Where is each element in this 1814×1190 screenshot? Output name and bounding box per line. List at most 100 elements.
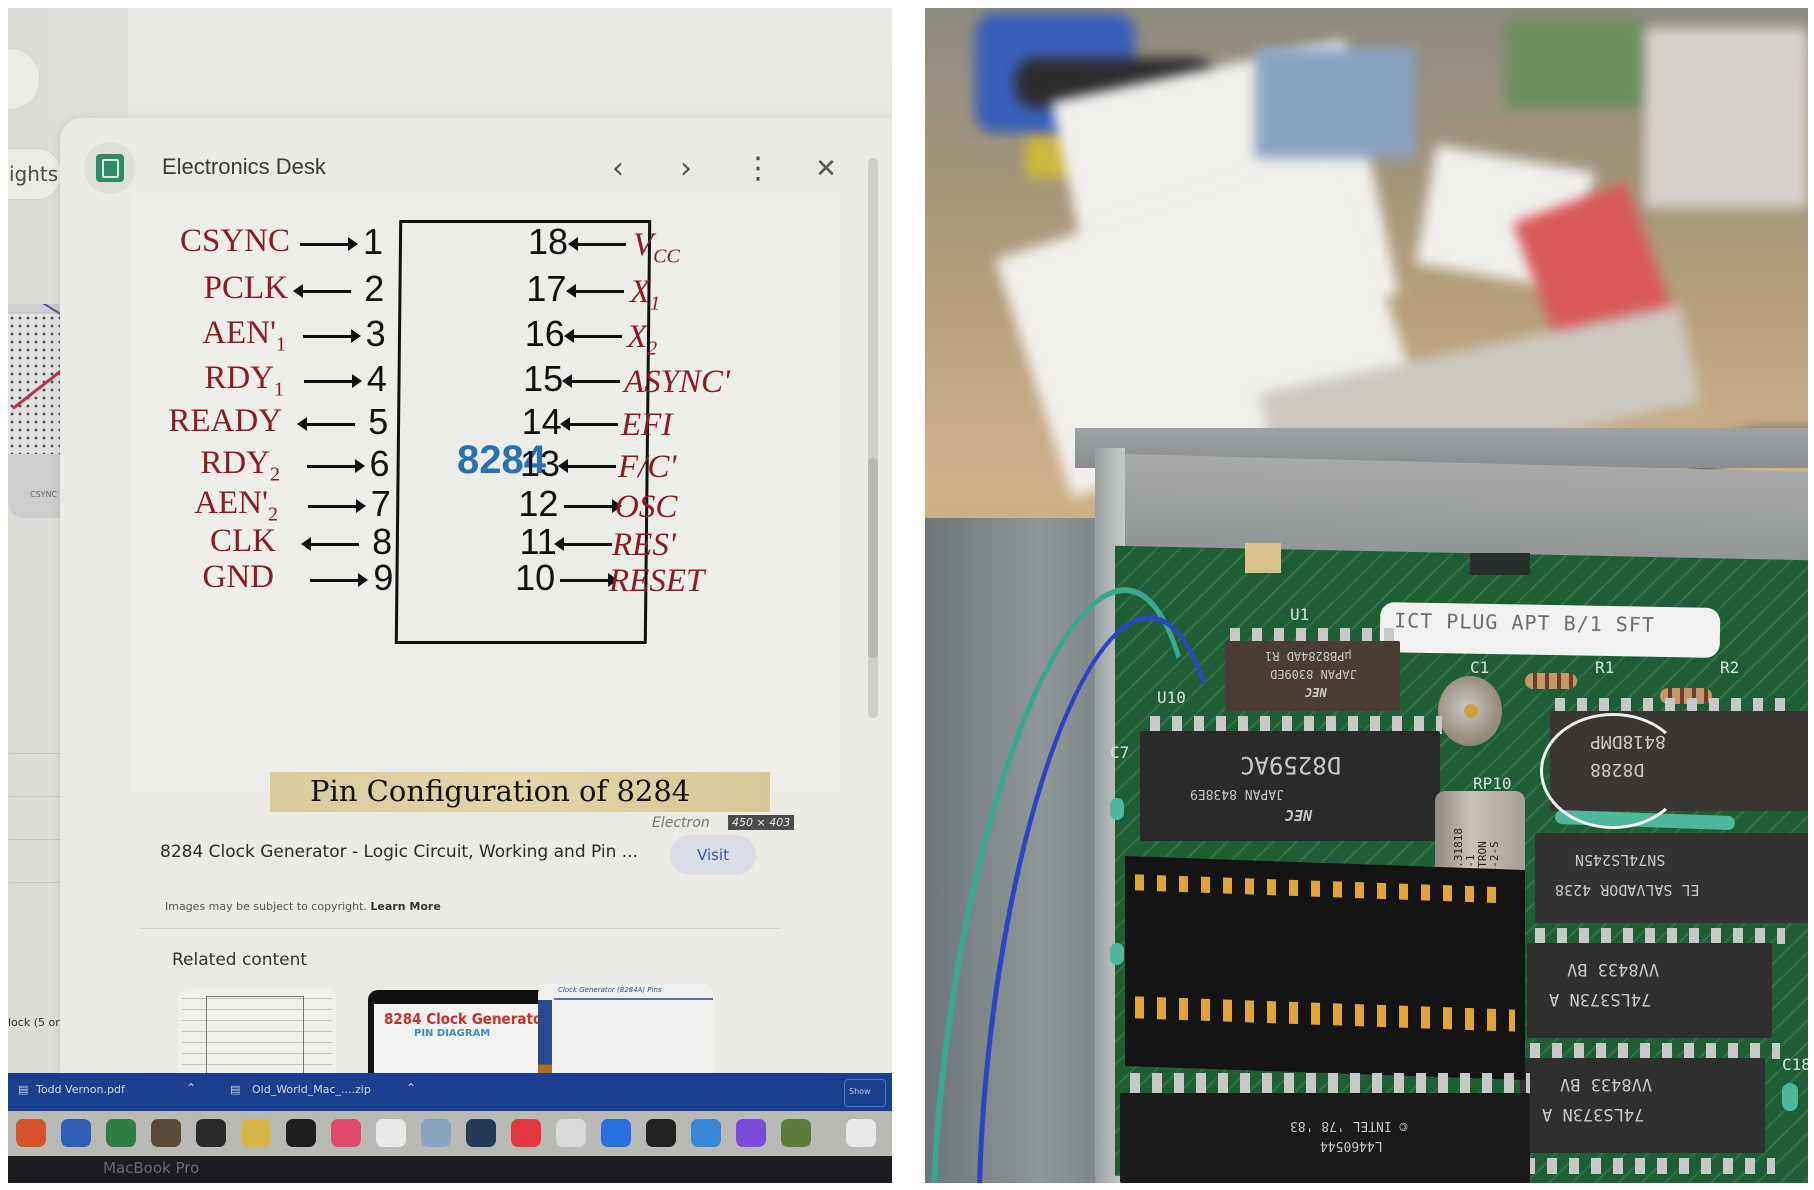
pin-arrow xyxy=(560,417,618,431)
chevron-right-icon: › xyxy=(680,151,692,186)
pin-label: X2 xyxy=(627,319,658,360)
pin-label-subscript: 1 xyxy=(276,333,286,356)
video-frame: 8284 Clock Generator PIN DIAGRAM xyxy=(374,1004,548,1080)
scrollbar-thumb[interactable] xyxy=(868,458,878,658)
dock-app-icon[interactable] xyxy=(846,1119,876,1147)
pin-number: 5 xyxy=(368,401,389,442)
green-square-icon xyxy=(96,154,124,182)
dock-app-icon[interactable] xyxy=(16,1119,46,1147)
pin-label: OSC xyxy=(615,489,678,525)
diagram-caption: Pin Configuration of 8284 xyxy=(270,772,770,812)
previous-button[interactable]: ‹ xyxy=(600,154,636,190)
dock-app-icon[interactable] xyxy=(61,1119,91,1147)
result-title[interactable]: 8284 Clock Generator - Logic Circuit, Wo… xyxy=(160,842,639,862)
dock-app-icon[interactable] xyxy=(376,1119,406,1147)
pin-label-subscript: 1 xyxy=(650,292,661,315)
chassis-side-wall xyxy=(925,518,1115,1183)
chevron-up-icon[interactable]: ⌃ xyxy=(406,1081,417,1095)
sticker-text: ICT PLUG APT B/1 SFT xyxy=(1393,608,1656,637)
ic-pins xyxy=(1525,1158,1775,1174)
dock-app-icon[interactable] xyxy=(601,1119,631,1147)
dock-app-icon[interactable] xyxy=(646,1119,676,1147)
ic-8088-cpu: © INTEL '78 '83 L4460544 xyxy=(1120,1093,1530,1183)
silkscreen-label: C18 xyxy=(1782,1055,1808,1074)
ic-pins xyxy=(1230,628,1400,644)
chevron-up-icon[interactable]: ⌃ xyxy=(186,1081,197,1095)
pin-number: 16 xyxy=(524,313,565,354)
trimmer-screw xyxy=(1464,704,1478,718)
chip-marking: VV8433 BV xyxy=(1560,1074,1653,1094)
dock-app-icon[interactable] xyxy=(691,1119,721,1147)
dock-app-icon[interactable] xyxy=(466,1119,496,1147)
dock-app-icon[interactable] xyxy=(511,1119,541,1147)
visit-button[interactable]: Visit xyxy=(670,835,756,875)
copyright-text: Images may be subject to copyright. xyxy=(165,900,367,913)
pin-arrow xyxy=(564,329,622,343)
pin-label: AEN'1 xyxy=(202,315,286,356)
close-button[interactable]: ✕ xyxy=(808,154,844,190)
thumb-title: Clock Generator (8284A) Pins xyxy=(558,986,662,994)
dock-app-icon[interactable] xyxy=(781,1119,811,1147)
ict-label-sticker: ICT PLUG APT B/1 SFT xyxy=(1379,602,1721,658)
learn-more-link[interactable]: Learn More xyxy=(370,900,441,913)
silkscreen-label: U1 xyxy=(1290,605,1310,624)
pin-number: 1 xyxy=(363,221,384,262)
pin-label: ASYNC' xyxy=(624,364,731,400)
dock-app-icon[interactable] xyxy=(241,1119,271,1147)
pin-arrow xyxy=(303,374,362,388)
pin-number: 15 xyxy=(523,358,564,399)
pin-label: X1 xyxy=(630,274,661,315)
ic-74ls245-chip: SN74LS245N EL SALVADOR 4238 xyxy=(1535,833,1808,923)
tab-pill-label: ights xyxy=(9,162,59,186)
connector xyxy=(1245,543,1281,573)
laptop-screen-photo: ights CSYNC ⌄ ⌄ ⌄ ⌄ Feedback lock (5 or … xyxy=(8,8,892,1183)
pin-arrow xyxy=(301,537,360,551)
pin-number: 17 xyxy=(526,268,567,309)
image-size-badge: 450 × 403 xyxy=(728,815,795,830)
download-item[interactable]: Todd Vernon.pdf xyxy=(36,1083,125,1096)
ceramic-capacitor xyxy=(1782,1083,1798,1111)
silkscreen-label: R2 xyxy=(1720,658,1740,677)
show-all-button[interactable]: Show xyxy=(844,1079,886,1107)
scrollbar[interactable] xyxy=(868,158,878,718)
pin-number: 12 xyxy=(518,483,559,524)
pin-label: CLK xyxy=(210,523,276,559)
download-bar: ▤ Todd Vernon.pdf ⌃ ▤ Old_World_Mac_....… xyxy=(8,1073,892,1111)
pin-arrow xyxy=(554,537,612,551)
truncated-text: lock (5 or xyxy=(8,1016,60,1029)
pin-arrow xyxy=(564,499,622,513)
pin-label: CSYNC xyxy=(179,223,290,259)
pin-label-subscript: 2 xyxy=(268,503,278,526)
dock-app-icon[interactable] xyxy=(736,1119,766,1147)
background-tab-pill[interactable]: ights xyxy=(8,148,62,200)
site-favicon xyxy=(84,142,136,194)
download-item[interactable]: Old_World_Mac_....zip xyxy=(252,1083,371,1096)
pin-arrow xyxy=(568,237,626,251)
dock-app-icon[interactable] xyxy=(421,1119,451,1147)
thumb-title: 8284 Clock Generator xyxy=(384,1010,548,1028)
related-content-header: Related content xyxy=(172,950,308,970)
dock-app-icon[interactable] xyxy=(286,1119,316,1147)
pin-arrow xyxy=(560,573,618,587)
chip-marking: μPB8284AD R1 xyxy=(1265,649,1352,663)
plastic-bag xyxy=(1255,48,1415,158)
pin-label: F/C' xyxy=(618,449,677,485)
dock-app-icon[interactable] xyxy=(151,1119,181,1147)
next-button[interactable]: › xyxy=(668,154,704,190)
white-jumper-wire xyxy=(1540,713,1686,829)
pin-arrow xyxy=(310,573,369,587)
site-name[interactable]: Electronics Desk xyxy=(162,154,326,179)
chevron-left-icon: ‹ xyxy=(612,151,624,186)
dock-app-icon[interactable] xyxy=(106,1119,136,1147)
pin-number: 7 xyxy=(370,483,391,524)
divider xyxy=(140,928,780,929)
pin-number: 4 xyxy=(366,358,387,399)
dock-app-icon[interactable] xyxy=(556,1119,586,1147)
dock-app-icon[interactable] xyxy=(196,1119,226,1147)
laptop-bezel: MacBook Pro xyxy=(8,1156,892,1183)
dock-app-icon[interactable] xyxy=(331,1119,361,1147)
more-options-button[interactable]: ⋮ xyxy=(740,154,776,190)
chip-marking: SN74LS245N xyxy=(1575,851,1666,869)
